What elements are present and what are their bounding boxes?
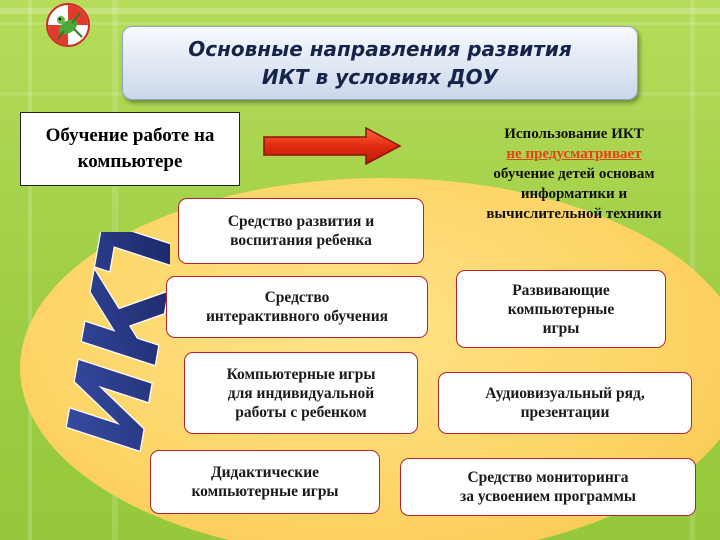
item-line: Аудиовизуальный ряд, (485, 385, 645, 402)
item-monitoring: Средство мониторинга за усвоением програ… (400, 458, 696, 516)
learning-line-1: Обучение работе на (45, 125, 215, 146)
item-line: интерактивного обучения (205, 308, 389, 325)
item-line: Средство развития и (227, 213, 375, 230)
usage-line-3: обучение детей основам (493, 166, 655, 182)
usage-line-1: Использование ИКТ (504, 126, 644, 142)
item-line: компьютерные (507, 300, 615, 318)
item-didactic-games: Дидактические компьютерные игры (150, 450, 380, 514)
item-line: Дидактические (210, 464, 320, 481)
learning-line-2: компьютере (77, 151, 183, 172)
item-line: Средство (264, 289, 330, 306)
usage-note: Использование ИКТ не предусматривает обу… (446, 124, 702, 224)
item-line: Компьютерные игры (226, 365, 376, 383)
bg-stripe (0, 22, 720, 25)
title-line-2: ИКТ в условиях ДОУ (261, 65, 499, 89)
item-developing-games: Развивающие компьютерные игры (456, 270, 666, 348)
item-line: Средство мониторинга (467, 469, 629, 486)
item-line: за усвоением программы (459, 488, 636, 505)
item-line: воспитания ребенка (230, 232, 372, 249)
item-line: игры (542, 319, 580, 337)
item-audiovisual: Аудиовизуальный ряд, презентации (438, 372, 692, 434)
ikt-vertical-label: ИКТ (44, 232, 170, 469)
slide-title: Основные направления развития ИКТ в усло… (122, 26, 638, 100)
title-line-1: Основные направления развития (188, 37, 572, 61)
bg-stripe (28, 0, 32, 540)
item-individual-games: Компьютерные игры для индивидуальной раб… (184, 352, 418, 434)
bg-stripe (0, 8, 720, 14)
usage-line-4: информатики и (520, 186, 628, 202)
item-line: работы с ребенком (235, 403, 367, 421)
item-line: Развивающие (512, 281, 610, 299)
ikt-label-text: ИКТ (45, 232, 170, 468)
usage-emphasis: не предусматривает (506, 146, 642, 162)
item-line: презентации (520, 404, 610, 421)
item-line: компьютерные игры (191, 483, 339, 500)
grasshopper-logo-icon (46, 3, 90, 47)
item-line: для индивидуальной (227, 384, 375, 402)
usage-line-5: вычислительной техники (486, 206, 662, 222)
item-interactive-learning: Средство интерактивного обучения (166, 276, 428, 338)
learning-box: Обучение работе на компьютере (20, 112, 240, 186)
right-arrow-icon (263, 126, 402, 166)
item-development-upbringing: Средство развития и воспитания ребенка (178, 198, 424, 264)
